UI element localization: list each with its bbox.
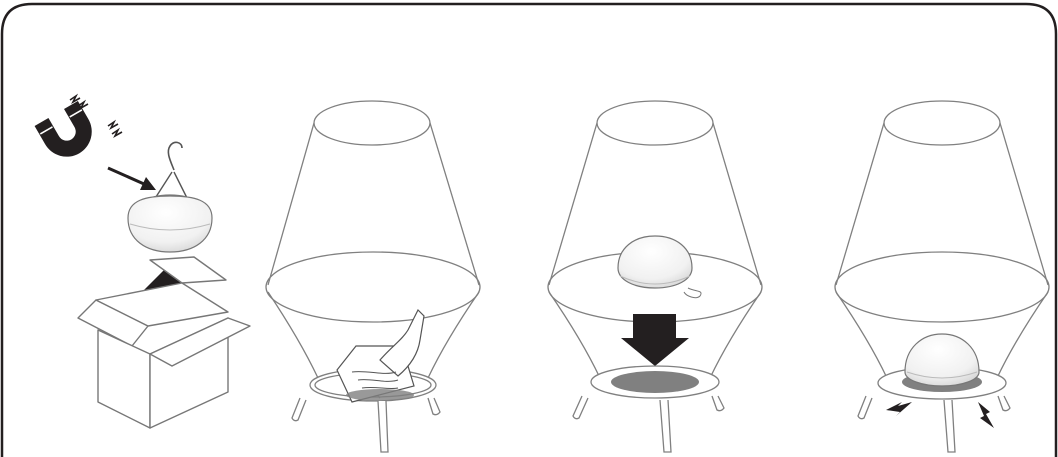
panel-step-2 bbox=[265, 100, 481, 453]
box-icon bbox=[77, 256, 251, 429]
panel-step-3 bbox=[547, 100, 763, 453]
lamp-shell bbox=[265, 100, 481, 379]
spark-icon bbox=[978, 402, 994, 428]
hanging-light-icon bbox=[127, 141, 213, 253]
light-unit-icon bbox=[617, 235, 702, 299]
hand-cloth-icon bbox=[336, 308, 425, 403]
lamp-shell bbox=[834, 100, 1050, 379]
panel-step-4 bbox=[834, 100, 1050, 453]
light-unit-icon bbox=[904, 333, 980, 387]
charging-pad-icon bbox=[611, 371, 699, 393]
arrow-icon bbox=[107, 166, 145, 186]
magnet-icon bbox=[34, 100, 92, 157]
spark-icon bbox=[886, 402, 912, 416]
spark-icon bbox=[107, 119, 123, 139]
spark-icon bbox=[69, 93, 89, 111]
down-arrow-icon bbox=[621, 314, 689, 366]
arrow-head-icon bbox=[140, 177, 156, 190]
panel-step-1 bbox=[34, 93, 251, 429]
